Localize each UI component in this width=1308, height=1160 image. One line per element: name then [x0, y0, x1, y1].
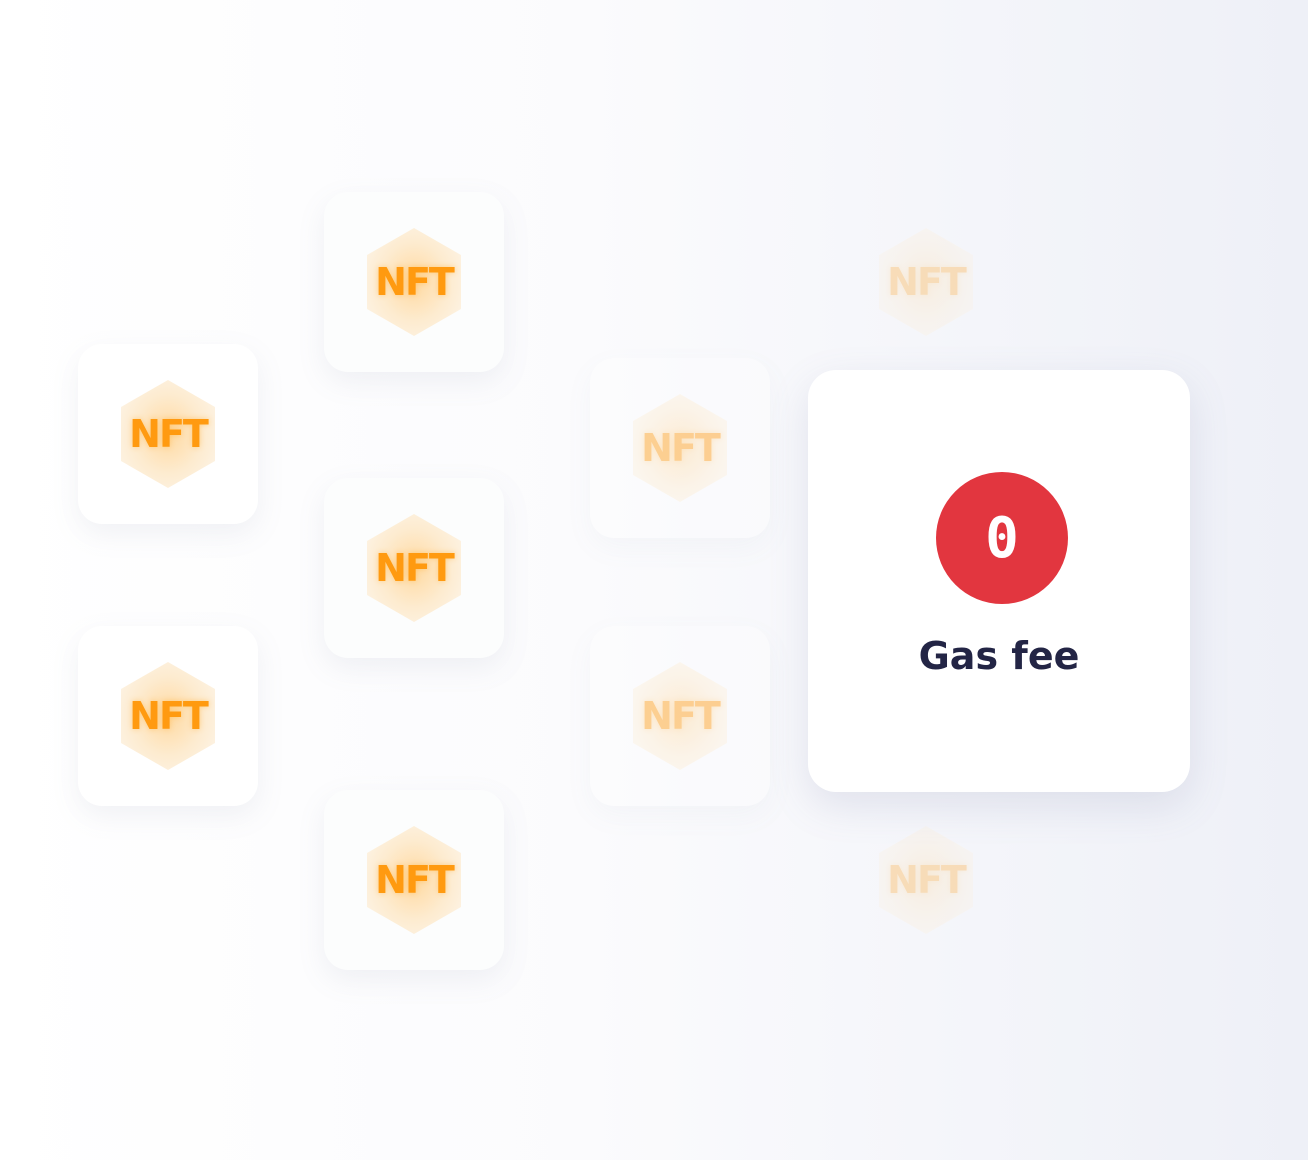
nft-hexagon-icon: NFT — [364, 226, 464, 338]
nft-label: NFT — [641, 426, 721, 470]
nft-tile: NFT — [836, 192, 1016, 372]
nft-hexagon-icon: NFT — [630, 392, 730, 504]
nft-label: NFT — [887, 858, 967, 902]
nft-tile: NFT — [324, 790, 504, 970]
nft-tile: NFT — [590, 358, 770, 538]
nft-hexagon-icon: NFT — [876, 824, 976, 936]
nft-tile: NFT — [836, 790, 1016, 970]
nft-tile: NFT — [590, 626, 770, 806]
nft-hexagon-icon: NFT — [630, 660, 730, 772]
nft-hexagon-icon: NFT — [364, 824, 464, 936]
nft-tile: NFT — [78, 344, 258, 524]
nft-label: NFT — [375, 858, 455, 902]
nft-tile: NFT — [324, 192, 504, 372]
nft-hexagon-icon: NFT — [364, 512, 464, 624]
nft-label: NFT — [375, 546, 455, 590]
nft-label: NFT — [641, 694, 721, 738]
nft-label: NFT — [375, 260, 455, 304]
nft-label: NFT — [887, 260, 967, 304]
gas-fee-card: 0 Gas fee — [808, 370, 1190, 792]
nft-label: NFT — [129, 694, 209, 738]
nft-hexagon-icon: NFT — [876, 226, 976, 338]
gas-fee-badge: 0 — [936, 472, 1068, 604]
nft-label: NFT — [129, 412, 209, 456]
gas-fee-value: 0 — [985, 505, 1019, 571]
gas-fee-label: Gas fee — [918, 634, 1080, 678]
nft-tile: NFT — [78, 626, 258, 806]
nft-tile: NFT — [324, 478, 504, 658]
nft-hexagon-icon: NFT — [118, 378, 218, 490]
nft-hexagon-icon: NFT — [118, 660, 218, 772]
